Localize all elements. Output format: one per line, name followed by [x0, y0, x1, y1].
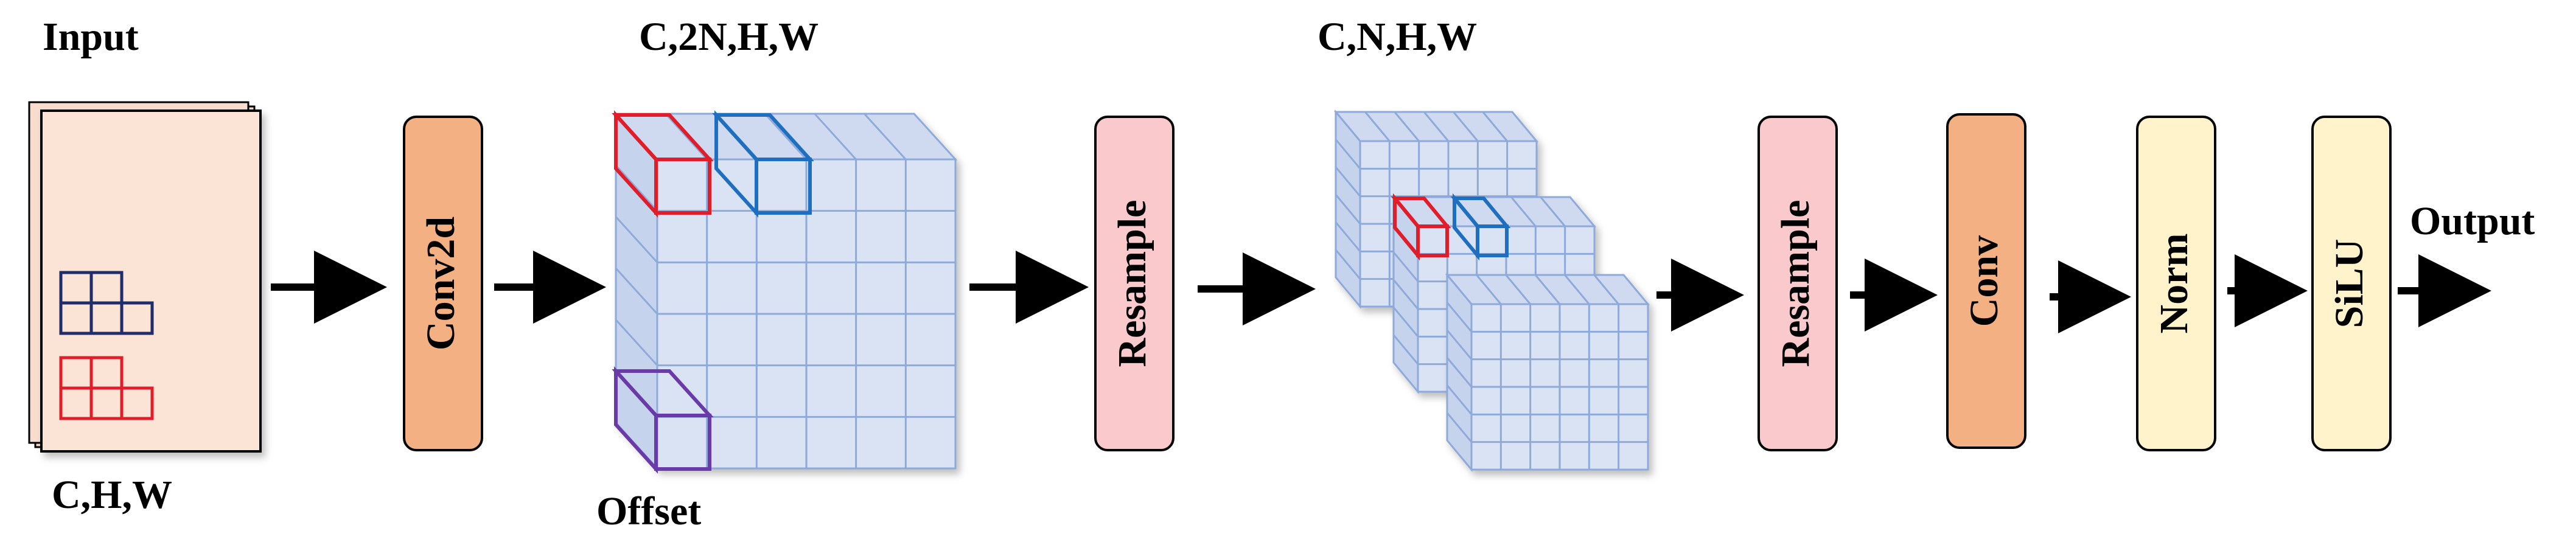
resample-label-1: Resample [1110, 200, 1154, 367]
input-dims-label: C,H,W [52, 473, 172, 517]
norm-block [2136, 116, 2216, 451]
conv2d-label: Conv2d [419, 217, 463, 350]
offset-label: Offset [596, 489, 701, 533]
conv-label: Conv [1962, 235, 2006, 327]
silu-block [2311, 116, 2392, 451]
input-kernel-navy [59, 271, 154, 335]
sample-dims-label: C,N,H,W [1318, 15, 1477, 59]
sampled-cubes-stack [1333, 109, 1650, 473]
resample-block-2 [1757, 116, 1838, 451]
conv2d-block [403, 116, 483, 451]
resample-block-1 [1094, 116, 1175, 451]
offset-kernel-blue [712, 110, 814, 218]
input-feature-map [28, 101, 262, 453]
offset-kernel-red [612, 110, 714, 218]
output-label: Output [2410, 199, 2535, 243]
input-kernel-red [59, 356, 154, 420]
offset-grid-cube [612, 110, 958, 474]
norm-label: Norm [2152, 234, 2196, 334]
silu-label: SiLU [2327, 239, 2372, 328]
sample-kernel-blue [1450, 193, 1511, 261]
conv-block [1946, 113, 2026, 449]
input-block [40, 109, 262, 453]
resample-label-2: Resample [1773, 200, 1818, 367]
sample-cube-3 [1445, 272, 1650, 473]
input-label: Input [43, 15, 139, 59]
offset-dims-label: C,2N,H,W [639, 15, 819, 59]
sample-kernel-red [1391, 193, 1451, 261]
offset-kernel-purple [612, 366, 714, 474]
